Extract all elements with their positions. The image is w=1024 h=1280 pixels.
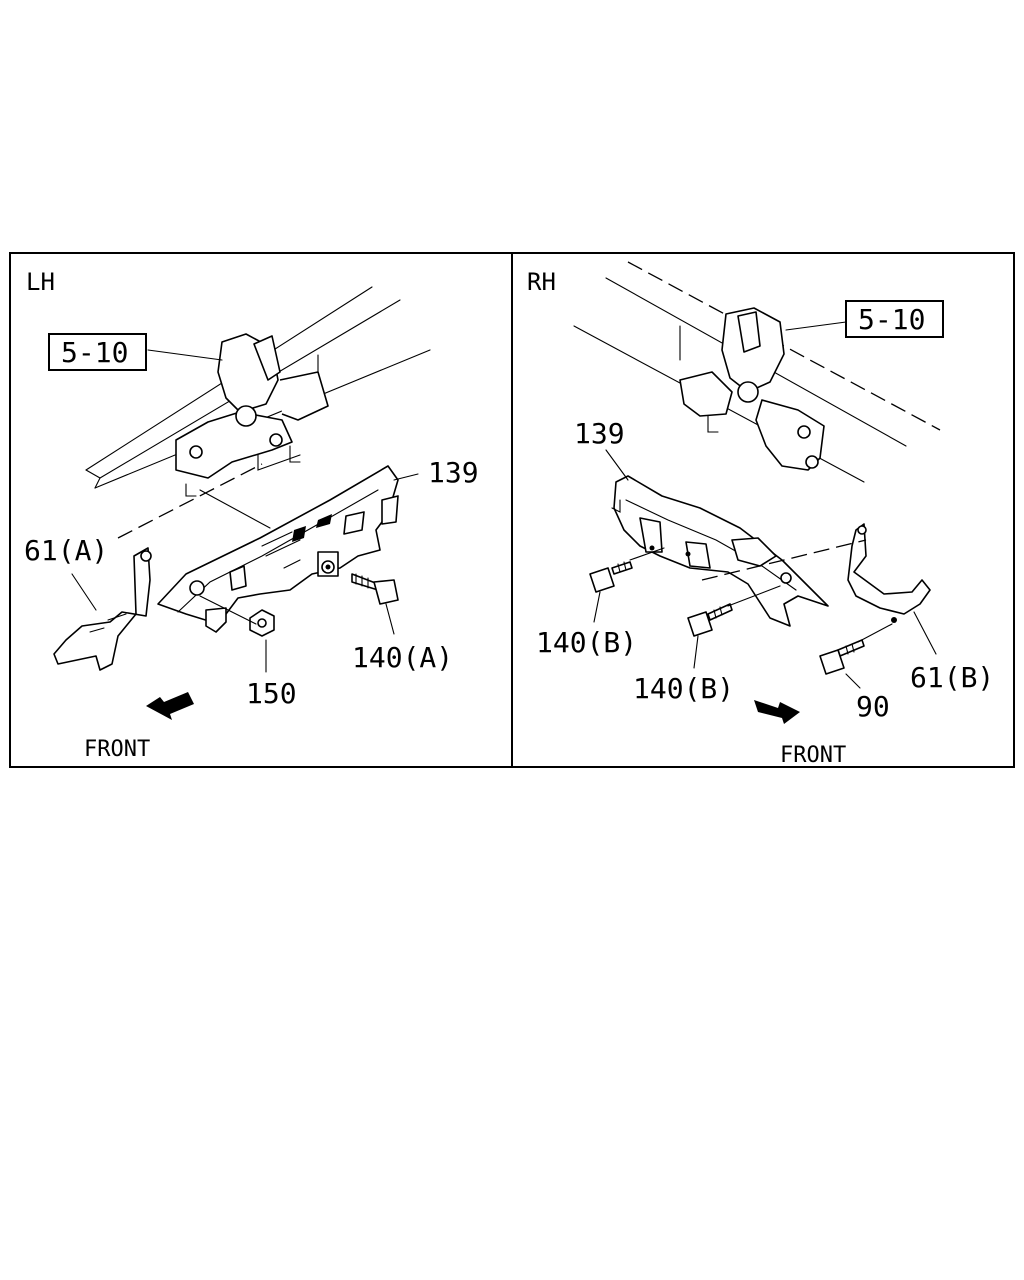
lh-engine-mount bbox=[175, 333, 329, 497]
rh-callout-139: 139 bbox=[574, 417, 625, 450]
rh-callout-140b-mid: 140(B) bbox=[633, 672, 734, 705]
lh-panel: LH bbox=[24, 268, 479, 762]
lh-leader-lines bbox=[71, 349, 419, 673]
lh-ref-box bbox=[48, 333, 147, 371]
rh-side-label: RH bbox=[527, 268, 556, 296]
rh-ref-box bbox=[845, 300, 944, 338]
rh-cover-139 bbox=[611, 475, 829, 627]
lh-callout-5-10: 5-10 bbox=[61, 336, 128, 369]
rh-leader-lines bbox=[593, 321, 937, 689]
rh-bolt-140b-left bbox=[589, 561, 633, 593]
lh-cover-139 bbox=[157, 465, 399, 633]
rh-front-label: FRONT bbox=[780, 743, 846, 768]
lh-callout-150: 150 bbox=[246, 677, 297, 710]
lh-front-label: FRONT bbox=[84, 737, 150, 762]
lh-bolt-140a bbox=[351, 573, 399, 605]
lh-side-label: LH bbox=[26, 268, 55, 296]
rh-panel: RH bbox=[527, 261, 994, 768]
lh-front-arrow-icon bbox=[146, 692, 194, 720]
rh-bolt-90 bbox=[819, 639, 865, 675]
rh-callout-140b-left: 140(B) bbox=[536, 626, 637, 659]
lh-callout-61a: 61(A) bbox=[24, 534, 108, 567]
rh-engine-mount bbox=[679, 307, 825, 471]
rh-bracket-61b bbox=[847, 523, 931, 623]
rh-callout-5-10: 5-10 bbox=[858, 303, 925, 336]
lh-nut-150 bbox=[249, 609, 275, 637]
lh-bracket-61a bbox=[53, 547, 152, 671]
rh-callout-90: 90 bbox=[856, 690, 890, 723]
lh-callout-140a: 140(A) bbox=[352, 641, 453, 674]
lh-callout-139: 139 bbox=[428, 456, 479, 489]
rh-front-arrow-icon bbox=[754, 700, 800, 724]
rh-bolt-140b-mid bbox=[687, 603, 733, 637]
rh-callout-61b: 61(B) bbox=[910, 661, 994, 694]
